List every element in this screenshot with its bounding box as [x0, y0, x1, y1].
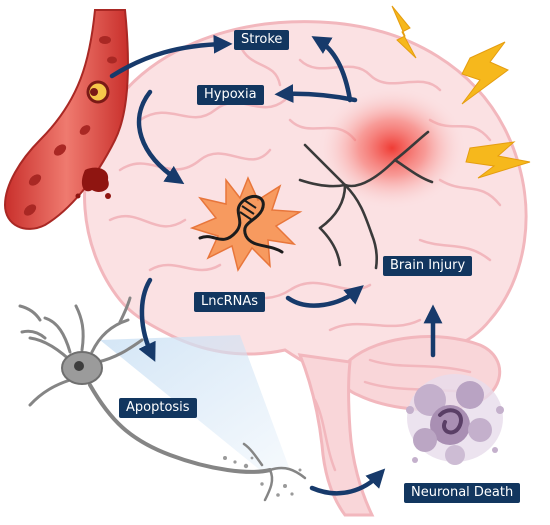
label-hypoxia: Hypoxia: [197, 85, 264, 105]
label-brain-injury: Brain Injury: [383, 256, 473, 276]
flow-arrows: [109, 34, 443, 496]
lightning-bolt-icon: [391, 5, 531, 179]
brain-stem-shape: [297, 353, 375, 517]
blood-vessel-icon: [3, 9, 129, 230]
label-stroke: Stroke: [234, 30, 290, 50]
arrow-lncrnas-to-brain-injury: [285, 285, 364, 308]
arrow-lncrnas-to-apoptosis: [138, 277, 156, 362]
arrow-to-lncrnas: [136, 89, 185, 185]
arrow-axon-to-neuronal-death: [309, 468, 386, 496]
injury-glow: [317, 86, 467, 210]
rna-burst-icon: [189, 176, 303, 272]
neuron-icon: [18, 296, 307, 502]
arrow-vessel-to-stroke: [109, 34, 233, 79]
dead-neuron-cluster-icon: [406, 374, 504, 465]
cerebrum-shape: [83, 20, 528, 387]
arrow-hypoxia-to-stroke: [311, 36, 353, 103]
arrow-injury-to-hypoxia: [274, 84, 358, 103]
label-apoptosis: Apoptosis: [119, 398, 197, 418]
cracked-vessel-icon: [298, 130, 434, 270]
label-neuronal-death: Neuronal Death: [404, 483, 521, 503]
axon-debris: [223, 456, 302, 497]
label-lncrnas: LncRNAs: [194, 292, 266, 312]
